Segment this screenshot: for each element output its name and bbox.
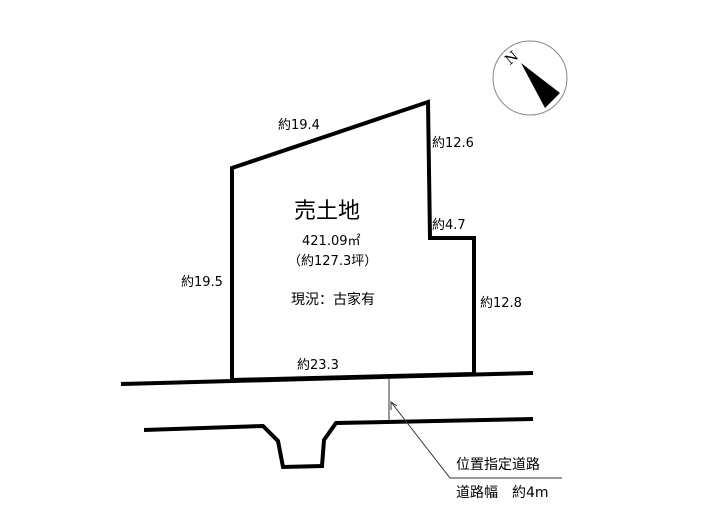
plot-area-tsubo: （約127.3坪） <box>288 254 378 269</box>
road-width: 道路幅 約4m <box>456 485 549 501</box>
dimension-right-upper: 約12.6 <box>432 136 474 151</box>
plot-title: 売土地 <box>294 199 361 224</box>
dimension-top: 約19.4 <box>278 118 320 133</box>
dimension-bottom: 約23.3 <box>297 358 339 373</box>
dimension-step: 約4.7 <box>432 218 466 233</box>
road-edge-upper <box>120 371 534 386</box>
leader-line <box>390 401 562 479</box>
leader-arrowhead <box>390 401 398 410</box>
plot-area-sqm: 421.09㎡ <box>302 234 361 249</box>
road-edge-lower <box>143 417 534 470</box>
road-type: 位置指定道路 <box>456 457 540 473</box>
dimension-left: 約19.5 <box>181 275 223 290</box>
plot-status: 現況：古家有 <box>291 292 375 308</box>
dimension-right-lower: 約12.8 <box>480 296 522 311</box>
compass-icon: N <box>492 40 568 116</box>
